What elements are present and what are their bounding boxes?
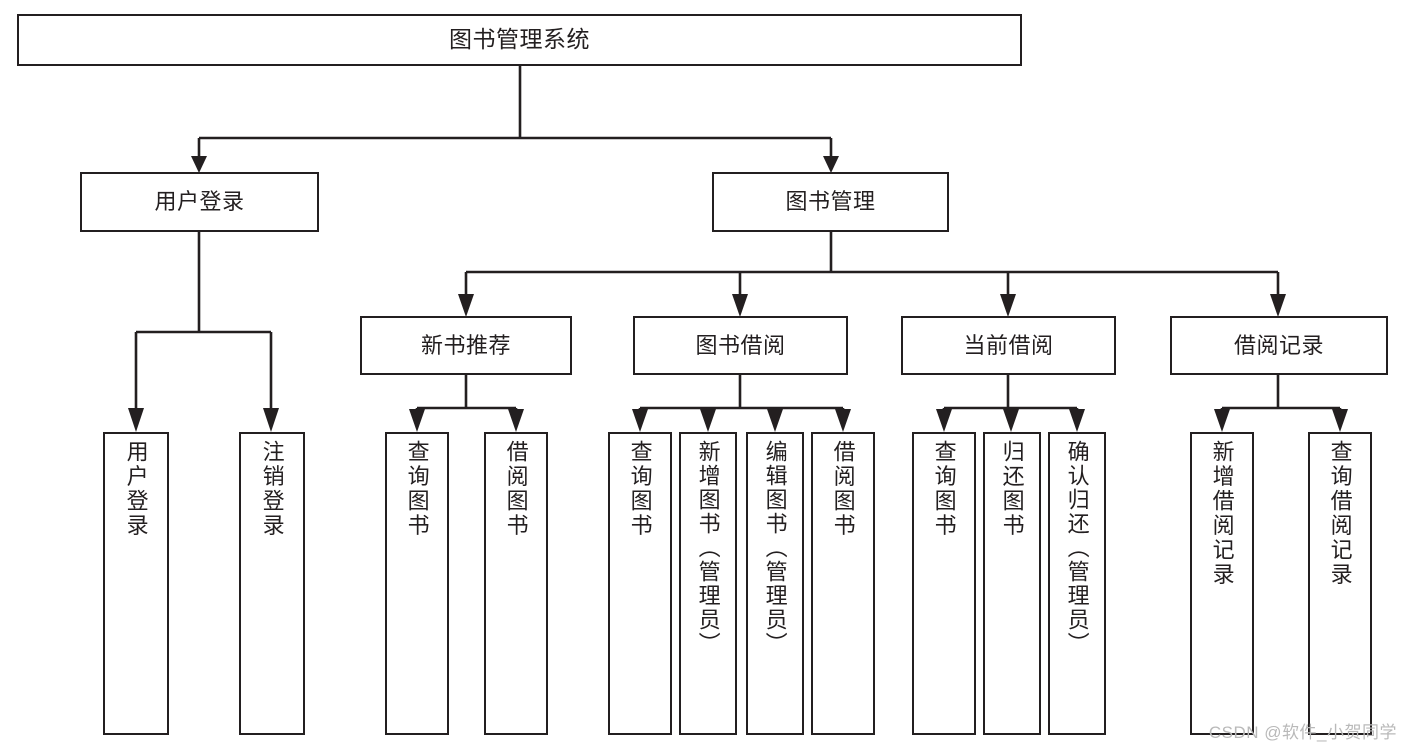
node-leaf-logout-label: 注销登录 (259, 440, 285, 538)
node-leaf-borrow-book-2[interactable]: 借阅图书 (811, 432, 875, 735)
arrowhead-leaf-query-record (1332, 409, 1348, 432)
node-leaf-user-login[interactable]: 用户登录 (103, 432, 169, 735)
node-leaf-query-book-1-label: 查询图书 (404, 440, 430, 538)
node-leaf-add-record[interactable]: 新增借阅记录 (1190, 432, 1254, 735)
node-leaf-confirm-return-label: 确认归还（管理员） (1064, 440, 1090, 656)
node-root[interactable]: 图书管理系统 (17, 14, 1022, 66)
node-leaf-borrow-book-2-label: 借阅图书 (830, 440, 856, 538)
arrowhead-leaf-confirm-return (1069, 409, 1085, 432)
arrowhead-book-borrow (732, 294, 748, 317)
node-book-manage[interactable]: 图书管理 (712, 172, 949, 232)
node-current-borrow-label: 当前借阅 (963, 332, 1054, 358)
node-leaf-borrow-book-1[interactable]: 借阅图书 (484, 432, 548, 735)
watermark-text: CSDN @软件_小贺同学 (1208, 723, 1397, 742)
node-leaf-query-book-2-label: 查询图书 (627, 440, 653, 538)
node-new-book-rec[interactable]: 新书推荐 (360, 316, 572, 375)
arrowhead-leaf-return-book (1003, 409, 1019, 432)
node-leaf-query-book-3[interactable]: 查询图书 (912, 432, 976, 735)
node-user-login-label: 用户登录 (154, 189, 245, 215)
node-user-login[interactable]: 用户登录 (80, 172, 319, 232)
node-leaf-return-book[interactable]: 归还图书 (983, 432, 1041, 735)
node-leaf-add-record-label: 新增借阅记录 (1209, 440, 1235, 587)
node-borrow-record-label: 借阅记录 (1233, 332, 1324, 358)
node-current-borrow[interactable]: 当前借阅 (901, 316, 1116, 375)
arrowhead-user-login (191, 156, 207, 173)
node-book-manage-label: 图书管理 (785, 189, 876, 215)
node-leaf-add-book[interactable]: 新增图书（管理员） (679, 432, 737, 735)
node-leaf-edit-book-label: 编辑图书（管理员） (762, 440, 788, 656)
node-leaf-query-record[interactable]: 查询借阅记录 (1308, 432, 1372, 735)
node-leaf-add-book-label: 新增图书（管理员） (695, 440, 721, 656)
node-leaf-confirm-return[interactable]: 确认归还（管理员） (1048, 432, 1106, 735)
node-leaf-query-book-2[interactable]: 查询图书 (608, 432, 672, 735)
node-leaf-borrow-book-1-label: 借阅图书 (503, 440, 529, 538)
node-leaf-query-book-3-label: 查询图书 (931, 440, 957, 538)
node-leaf-logout[interactable]: 注销登录 (239, 432, 305, 735)
node-book-borrow-label: 图书借阅 (695, 332, 786, 358)
arrowhead-leaf-query-book-3 (936, 409, 952, 432)
node-leaf-edit-book[interactable]: 编辑图书（管理员） (746, 432, 804, 735)
node-book-borrow[interactable]: 图书借阅 (633, 316, 848, 375)
node-root-label: 图书管理系统 (449, 26, 590, 53)
arrowhead-leaf-query-book-2 (632, 409, 648, 432)
arrowhead-leaf-edit-book (767, 409, 783, 432)
arrowhead-leaf-query-book-1 (409, 409, 425, 432)
node-leaf-user-login-label: 用户登录 (123, 440, 149, 538)
arrowhead-book-manage (823, 156, 839, 173)
node-leaf-query-record-label: 查询借阅记录 (1327, 440, 1353, 587)
arrowhead-leaf-borrow-book-1 (508, 409, 524, 432)
arrowhead-current-borrow (1000, 294, 1016, 317)
arrowhead-leaf-logout (263, 408, 279, 432)
arrowhead-leaf-add-book (700, 409, 716, 432)
node-leaf-query-book-1[interactable]: 查询图书 (385, 432, 449, 735)
arrowhead-leaf-borrow-book-2 (835, 409, 851, 432)
arrowhead-new-book-rec (458, 294, 474, 317)
arrowhead-leaf-add-record (1214, 409, 1230, 432)
node-leaf-return-book-label: 归还图书 (999, 440, 1025, 538)
node-borrow-record[interactable]: 借阅记录 (1170, 316, 1388, 375)
arrowhead-borrow-record (1270, 294, 1286, 317)
node-new-book-rec-label: 新书推荐 (420, 332, 511, 358)
arrowhead-leaf-user-login (128, 408, 144, 432)
